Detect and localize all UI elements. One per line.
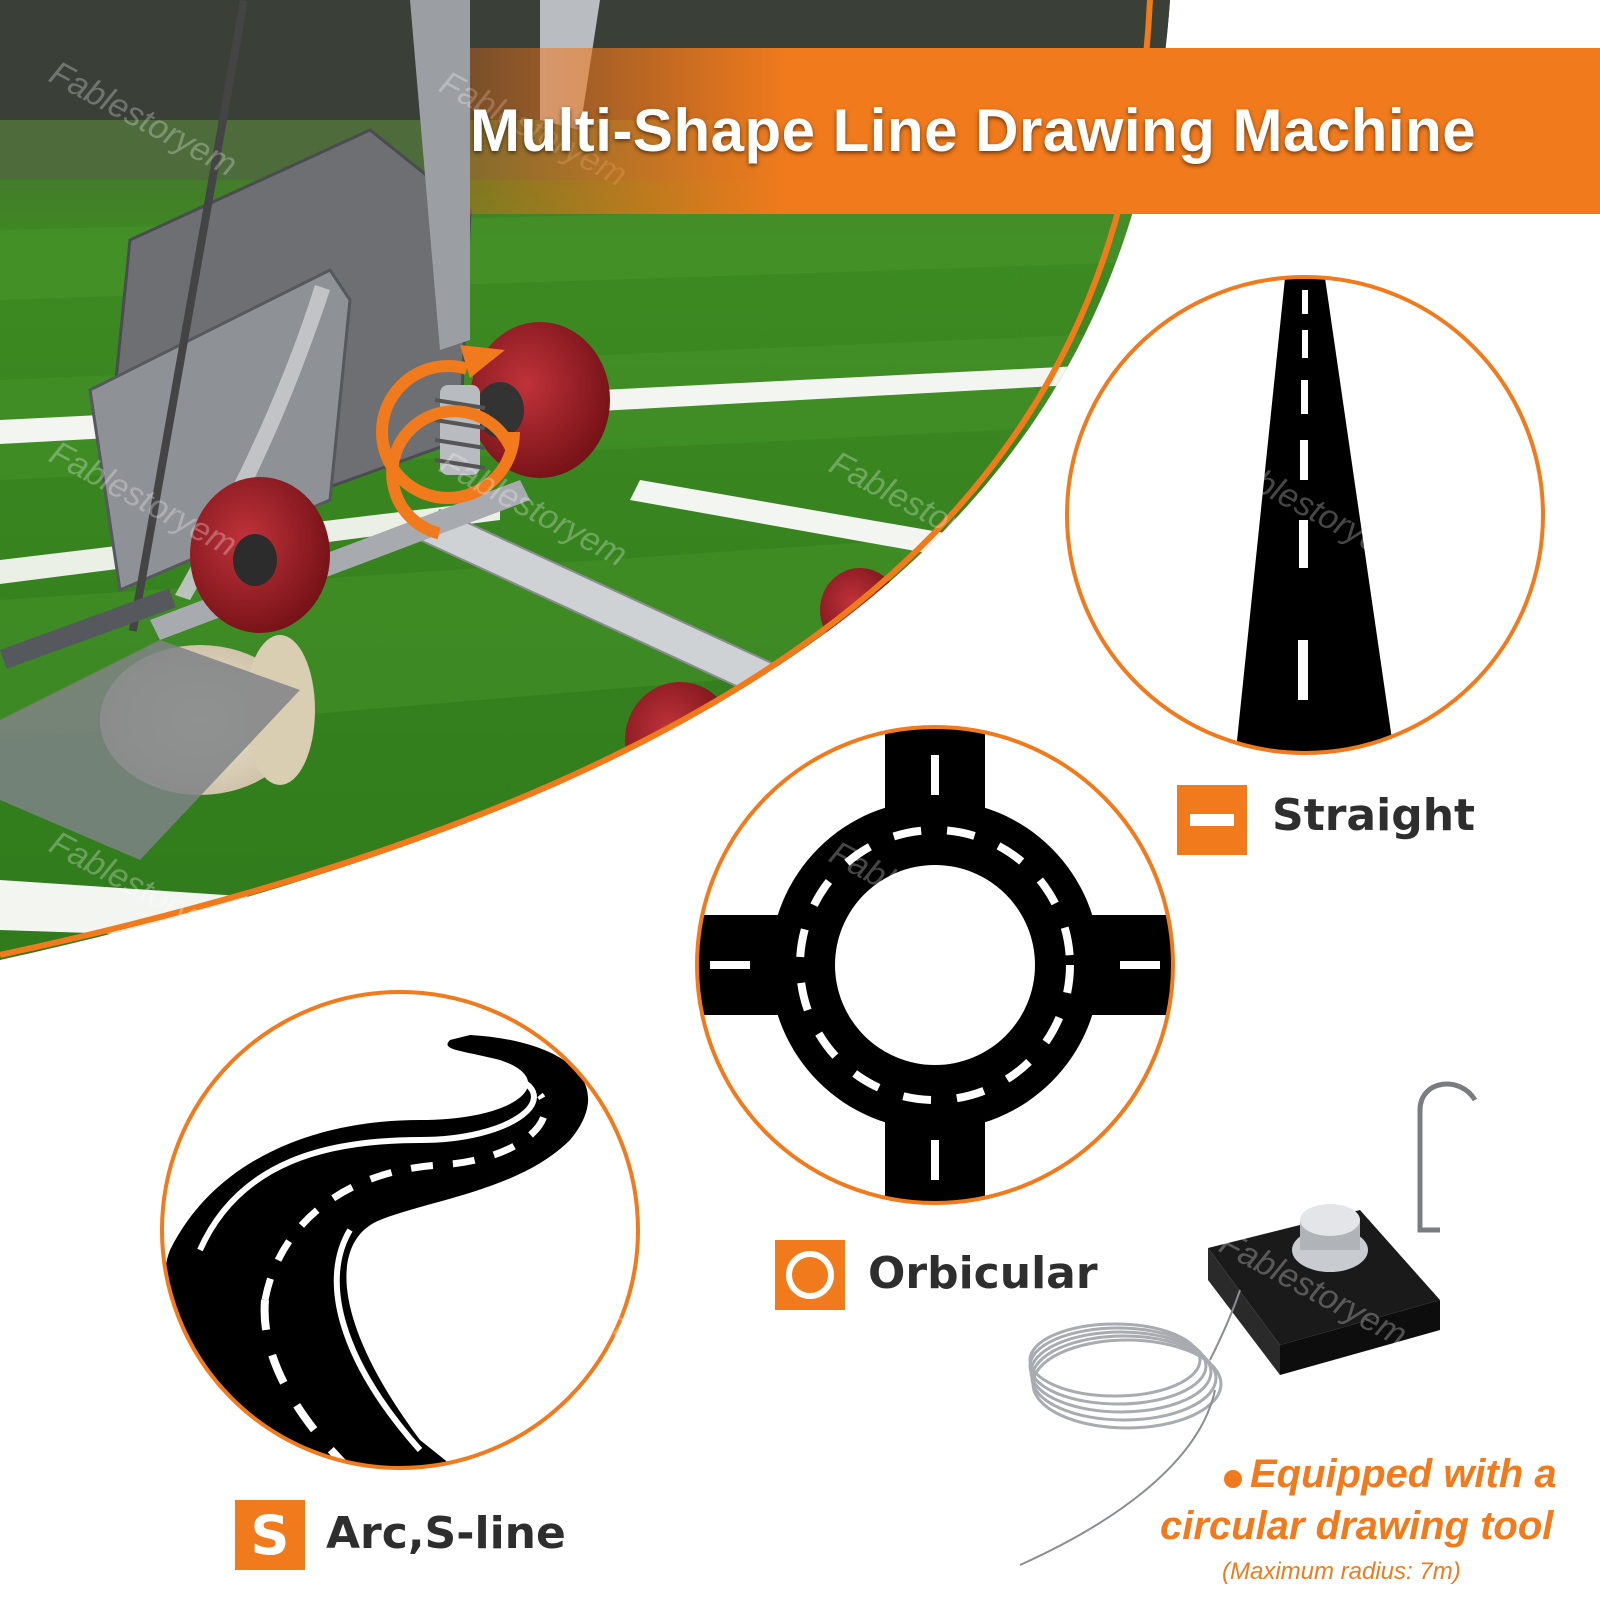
tool-caption-line2: circular drawing tool [1160, 1504, 1554, 1548]
wheel-front-left [190, 477, 330, 633]
s-badge-letter: S [250, 1504, 290, 1567]
paint-roller [0, 588, 315, 860]
straight-label: Straight [1272, 790, 1476, 841]
s-letter-icon: S [235, 1500, 305, 1570]
roundabout-figure [695, 725, 1175, 1205]
orbicular-label: Orbicular [868, 1248, 1098, 1299]
circle-icon [775, 1240, 845, 1310]
straight-road-figure [1065, 275, 1545, 755]
tool-caption-line1: Equipped with a [1250, 1452, 1557, 1496]
s-curve-road-figure [160, 990, 640, 1470]
wheel-rear-right [470, 322, 610, 478]
tool-radius-note: (Maximum radius: 7m) [1222, 1558, 1461, 1585]
bullet-dot-icon [1224, 1470, 1242, 1488]
page-title: Multi-Shape Line Drawing Machine [470, 97, 1477, 164]
arc-s-line-label: Arc,S-line [326, 1508, 566, 1559]
rotate-arrow-icon [376, 345, 520, 540]
title-banner [470, 48, 1600, 214]
minus-icon [1177, 785, 1247, 855]
circular-drawing-tool [1019, 1081, 1478, 1566]
